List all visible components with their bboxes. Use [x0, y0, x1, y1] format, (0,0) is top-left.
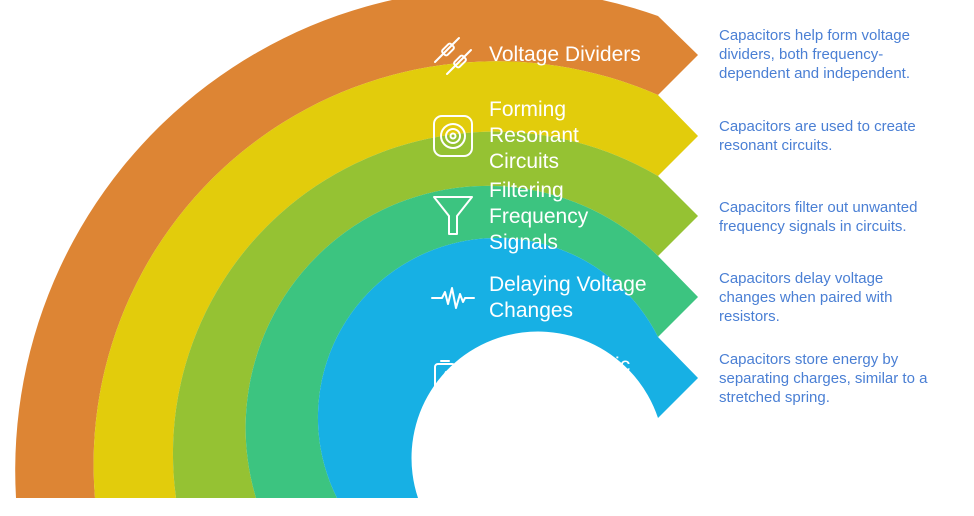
band-filtering-signals [172, 131, 698, 498]
band-title-resonant-circuits: Forming Resonant Circuits [489, 98, 579, 173]
waveform-icon [431, 287, 475, 309]
funnel-icon [433, 196, 473, 235]
description-delaying-voltage: Capacitors delay voltage changes when pa… [719, 270, 893, 325]
band-title-storing-energy: Storing Electric Energy [489, 354, 631, 403]
description-storing-energy: Capacitors store energy by separating ch… [719, 351, 928, 406]
speaker-icon [433, 115, 473, 157]
band-voltage-dividers [15, 0, 698, 498]
band-title-delaying-voltage: Delaying Voltage Changes [489, 273, 647, 322]
description-filtering-signals: Capacitors filter out unwanted frequency… [719, 199, 918, 235]
band-storing-energy [317, 237, 698, 499]
description-voltage-dividers: Capacitors help form voltage dividers, b… [719, 27, 911, 82]
band-delaying-voltage [245, 185, 699, 498]
resistor-icon [434, 37, 472, 75]
description-resonant-circuits: Capacitors are used to create resonant c… [719, 118, 916, 154]
band-resonant-circuits [93, 61, 699, 499]
battery-leaf-icon [434, 360, 474, 399]
band-title-filtering-signals: Filtering Frequency Signals [489, 179, 589, 254]
band-title-voltage-dividers: Voltage Dividers [489, 43, 641, 66]
